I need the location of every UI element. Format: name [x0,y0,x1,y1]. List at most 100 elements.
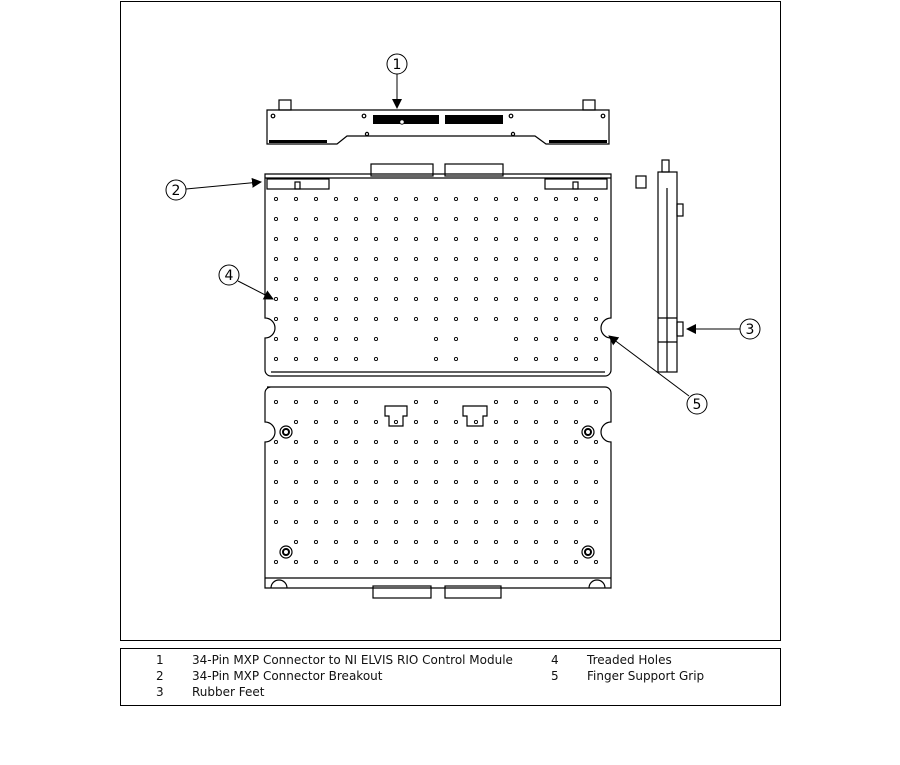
hole [553,216,559,222]
hole [373,316,379,322]
hole [273,399,279,405]
hole [293,276,299,282]
hole [573,256,579,262]
hole [333,216,339,222]
hole [453,196,459,202]
hole [473,276,479,282]
hole [413,419,419,425]
legend-text: Finger Support Grip [587,669,705,683]
svg-text:4: 4 [225,268,234,284]
hole [333,399,339,405]
hole [393,256,399,262]
hole [293,196,299,202]
hole [513,336,519,342]
hole [393,439,399,445]
hole [513,439,519,445]
hole [513,356,519,362]
hole [553,399,559,405]
hole [333,256,339,262]
hole [273,439,279,445]
hole [473,419,479,425]
hole [473,196,479,202]
hole [273,216,279,222]
hole [313,439,319,445]
hole [313,356,319,362]
hole [493,276,499,282]
hole [593,459,599,465]
hole [353,399,359,405]
hole [293,539,299,545]
hole [533,439,539,445]
hole [593,559,599,565]
hole [493,236,499,242]
hole [513,479,519,485]
hole [413,459,419,465]
hole [513,519,519,525]
hole [393,479,399,485]
hole [453,479,459,485]
connector-pin-rows-top [269,115,607,143]
hole [533,256,539,262]
hole [413,236,419,242]
hole [473,216,479,222]
legend-number: 2 [156,669,164,683]
hole [453,296,459,302]
hole [293,419,299,425]
hole [553,439,559,445]
hole [413,216,419,222]
hole [293,399,299,405]
legend-text: Treaded Holes [587,653,672,667]
hole [333,196,339,202]
hole [533,399,539,405]
hole [493,539,499,545]
hole [313,236,319,242]
legend-number: 5 [551,669,559,683]
hole [513,499,519,505]
hole [473,559,479,565]
hole [493,216,499,222]
hole [413,276,419,282]
hole [293,519,299,525]
hole [573,336,579,342]
hole [533,316,539,322]
hole [573,559,579,565]
hole [553,276,559,282]
hole [553,236,559,242]
hole [573,439,579,445]
hole [393,559,399,565]
hole [293,316,299,322]
hole [513,196,519,202]
hole [273,519,279,525]
hole [373,519,379,525]
hole [393,216,399,222]
hole [593,216,599,222]
hole [393,459,399,465]
svg-text:5: 5 [693,397,702,413]
hole [533,539,539,545]
hole [473,539,479,545]
hole [473,459,479,465]
hole [273,459,279,465]
hole [373,539,379,545]
hole [413,499,419,505]
hole [313,296,319,302]
legend-box: 1 34-Pin MXP Connector to NI ELVIS RIO C… [120,648,781,706]
hole [293,356,299,362]
rubber-feet [279,425,595,559]
hole [313,399,319,405]
hole [373,419,379,425]
hole [373,356,379,362]
hole [533,336,539,342]
hole [433,539,439,545]
hole [473,479,479,485]
hole [593,336,599,342]
diagram-figure: 1 2 3 4 5 [120,1,781,641]
hole [533,519,539,525]
hole [353,356,359,362]
bottom-board [264,386,612,599]
hole [513,316,519,322]
hole [353,296,359,302]
hole [313,479,319,485]
hole [433,419,439,425]
hole [573,216,579,222]
